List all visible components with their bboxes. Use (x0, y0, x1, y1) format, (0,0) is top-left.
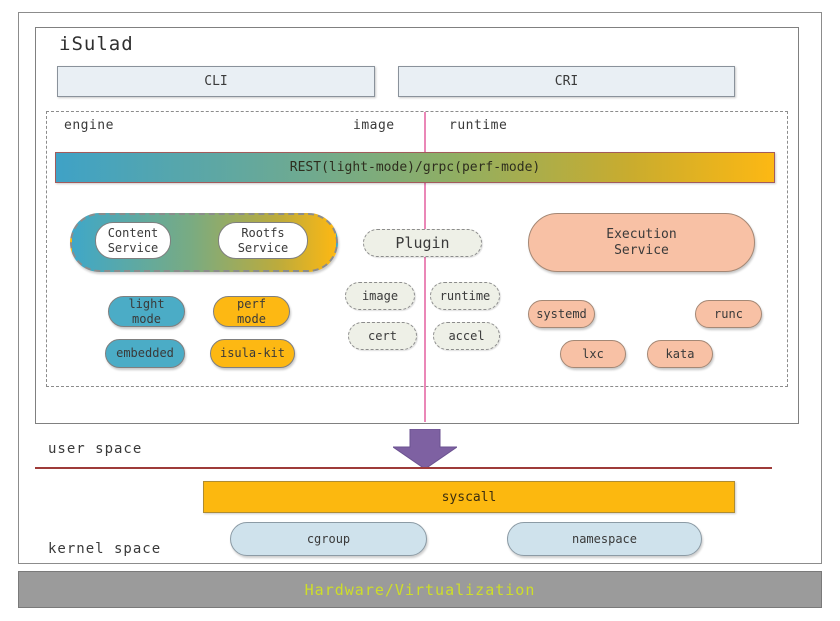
pill-systemd: systemd (528, 300, 595, 328)
section-label-runtime: runtime (449, 118, 508, 133)
hardware-bar: Hardware/Virtualization (18, 571, 822, 608)
isulad-box (35, 27, 799, 424)
down-arrow-icon (393, 429, 457, 469)
plugin-pill: Plugin (363, 229, 482, 257)
rootfs-service-pill: Rootfs Service (218, 222, 308, 259)
cri-box: CRI (398, 66, 735, 97)
pill-isula-kit: isula-kit (210, 339, 295, 368)
cli-box: CLI (57, 66, 375, 97)
pill-plugin-cert: cert (348, 322, 417, 350)
pill-plugin-image: image (345, 282, 415, 310)
namespace-pill: namespace (507, 522, 702, 556)
cgroup-pill: cgroup (230, 522, 427, 556)
kernel-space-label: kernel space (48, 541, 162, 557)
user-space-label: user space (48, 441, 143, 457)
image-runtime-divider (424, 112, 426, 422)
page-title: iSulad (59, 33, 134, 55)
section-label-engine: engine (64, 118, 114, 133)
rest-grpc-bar: REST(light-mode)/grpc(perf-mode) (55, 152, 775, 183)
pill-plugin-runtime: runtime (430, 282, 500, 310)
pill-kata: kata (647, 340, 713, 368)
modules-dashed-box (46, 111, 788, 387)
pill-runc: runc (695, 300, 762, 328)
pill-perf-mode: perf mode (213, 296, 290, 327)
execution-service-pill: Execution Service (528, 213, 755, 272)
outer-frame (18, 12, 822, 564)
syscall-bar: syscall (203, 481, 735, 513)
pill-light-mode: light mode (108, 296, 185, 327)
section-label-image: image (353, 118, 395, 133)
pill-plugin-accel: accel (433, 322, 500, 350)
content-service-pill: Content Service (95, 222, 171, 259)
pill-lxc: lxc (560, 340, 626, 368)
space-divider-line (35, 467, 772, 469)
pill-embedded: embedded (105, 339, 185, 368)
